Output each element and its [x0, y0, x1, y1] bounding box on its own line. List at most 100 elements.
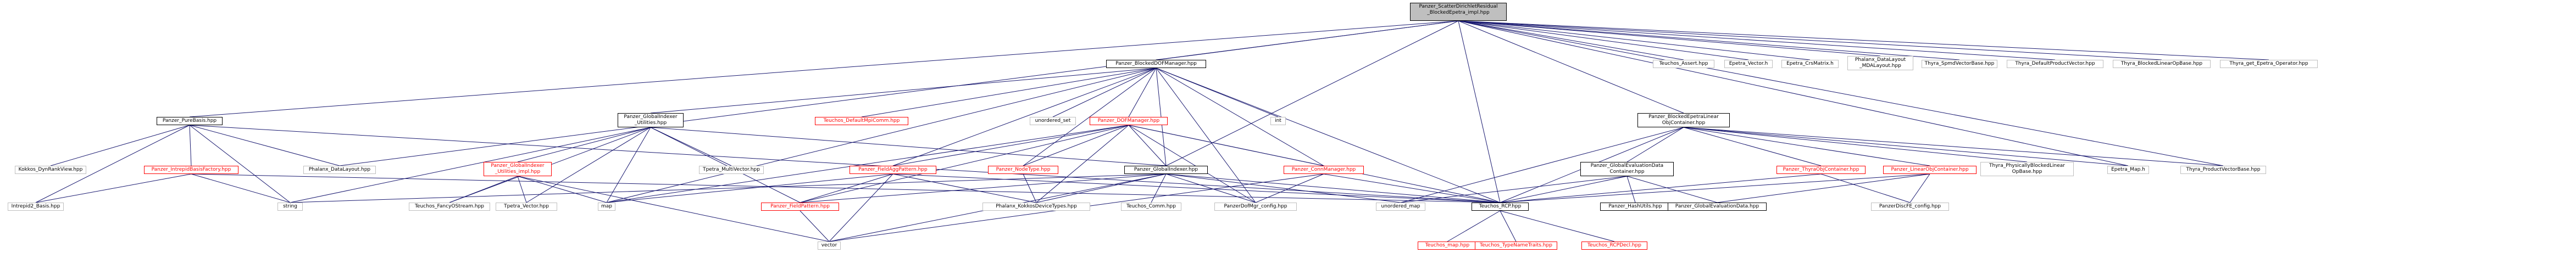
node-label-line: Panzer_GlobalIndexer.hpp	[1134, 167, 1198, 172]
node-label-line: _Utilities_impl.hpp	[495, 169, 541, 175]
dependency-edge	[1500, 173, 1822, 203]
dependency-edge	[1683, 127, 2224, 166]
dependency-edge	[191, 173, 291, 203]
node-label-line: Thyra_SpmdVectorBase.hpp	[1924, 61, 1995, 66]
dependency-edge	[1128, 125, 1501, 203]
node-label-line: unordered_map	[1381, 204, 1420, 209]
teuchos-assert-node: Teuchos_Assert.hpp	[1653, 60, 1714, 68]
dependency-edge	[1255, 173, 1324, 203]
dependency-edge	[1683, 127, 1930, 166]
node-label-line: unordered_set	[1035, 118, 1071, 124]
blocked-dof-manager-node[interactable]: Panzer_BlockedDOFManager.hpp	[1106, 60, 1206, 68]
dependency-edge	[1500, 173, 1930, 203]
dependency-edge	[189, 125, 1501, 203]
node-label-line: PanzerDofMgr_config.hpp	[1224, 204, 1287, 209]
dependency-edge	[1165, 173, 1256, 203]
dependency-edge	[1447, 210, 1501, 242]
dependency-edge	[449, 176, 518, 203]
node-label-line: Phalanx_DataLayout.hpp	[308, 167, 371, 172]
hash-utils-node[interactable]: Panzer_HashUtils.hpp	[1600, 203, 1670, 211]
global-indexer-utilities-node[interactable]: Panzer_GlobalIndexer_Utilities.hpp	[618, 113, 684, 127]
node-label-line: Teuchos_FancyOStream.hpp	[414, 204, 485, 209]
pure-basis-node[interactable]: Panzer_PureBasis.hpp	[157, 117, 223, 125]
int-node: int	[1270, 117, 1286, 125]
node-label-line: _MDALayout.hpp	[1859, 63, 1901, 69]
dependency-edge	[1458, 20, 2056, 60]
dependency-edge	[526, 127, 651, 203]
node-label-line: Panzer_ThyraObjContainer.hpp	[1783, 167, 1859, 172]
dependency-edge	[189, 125, 340, 166]
node-label-line: PanzerDiscFE_config.hpp	[1879, 204, 1941, 209]
dependency-edge	[1500, 210, 1517, 242]
epetra-vector-node: Epetra_Vector.h	[1724, 60, 1773, 68]
teuchos-map-node[interactable]: Teuchos_map.hpp	[1418, 242, 1477, 250]
teuchos-default-mpi-comm-node[interactable]: Teuchos_DefaultMpiComm.hpp	[815, 117, 908, 125]
dependency-edge	[1820, 173, 1911, 203]
node-label-line: Teuchos_Assert.hpp	[1659, 61, 1708, 66]
global-indexer-utilities-impl-node[interactable]: Panzer_GlobalIndexer_Utilities_impl.hpp	[484, 162, 552, 176]
node-label-line: Tpetra_MultiVector.hpp	[703, 167, 760, 172]
thyra-blockedlinearopbase-node: Thyra_BlockedLinearOpBase.hpp	[2113, 60, 2211, 68]
global-indexer-node[interactable]: Panzer_GlobalIndexer.hpp	[1124, 166, 1208, 174]
node-label-line: Panzer_FieldAggPattern.hpp	[858, 167, 928, 172]
conn-manager-node[interactable]: Panzer_ConnManager.hpp	[1284, 166, 1364, 174]
node-label-line: Teuchos_Comm.hpp	[1126, 204, 1176, 209]
dependency-edge	[1458, 20, 1684, 114]
dof-manager-node[interactable]: Panzer_DOFManager.hpp	[1090, 117, 1168, 125]
dependency-edge	[1500, 176, 1628, 203]
dependency-edge	[1683, 127, 2028, 162]
dependency-edge	[1036, 173, 1167, 203]
dependency-edge	[650, 127, 732, 166]
dependency-edge	[606, 68, 1157, 203]
teuchos-rcp-node[interactable]: Teuchos_RCP.hpp	[1472, 203, 1529, 211]
node-label-line: Teuchos_RCP.hpp	[1479, 204, 1522, 209]
node-label-line: Epetra_Map.h	[2111, 167, 2145, 172]
node-label-line: _BlockedEpetra_impl.hpp	[1427, 10, 1490, 15]
node-label-line: int	[1275, 118, 1281, 124]
dependency-edge	[1458, 20, 1811, 60]
dependency-edge	[892, 173, 1037, 203]
teuchos-type-name-traits-node[interactable]: Teuchos_TypeNameTraits.hpp	[1475, 242, 1557, 250]
node-label-line: _Utilities.hpp	[634, 120, 667, 126]
dependency-edge	[50, 125, 190, 166]
node-label-line: Panzer_GlobalEvaluationData	[1590, 163, 1664, 169]
node-label-line: Panzer_IntrepidBasisFactory.hpp	[151, 167, 231, 172]
node-label-line: OpBase.hpp	[2012, 169, 2042, 175]
dependency-edge	[606, 173, 893, 203]
node-label-line: Panzer_BlockedEpetraLinear	[1648, 114, 1719, 120]
node-label-line: vector	[821, 243, 837, 248]
dependency-edge	[800, 173, 1167, 203]
node-label-line: Thyra_BlockedLinearOpBase.hpp	[2120, 61, 2203, 66]
linear-obj-container-node[interactable]: Panzer_LinearObjContainer.hpp	[1883, 166, 1977, 174]
node-type-node[interactable]: Panzer_NodeType.hpp	[988, 166, 1058, 174]
dependency-edge	[1400, 127, 1684, 203]
dependency-edge	[861, 68, 1157, 117]
root-file-node[interactable]: Panzer_ScatterDirichletResidual_BlockedE…	[1410, 3, 1507, 21]
node-label-line: Panzer_LinearObjContainer.hpp	[1891, 167, 1969, 172]
dependency-edge	[1500, 210, 1615, 242]
node-label-line: Container.hpp	[1609, 169, 1645, 175]
dependency-edge	[800, 173, 893, 203]
field-agg-pattern-node[interactable]: Panzer_FieldAggPattern.hpp	[850, 166, 936, 174]
dependency-edge	[1128, 125, 1167, 166]
field-pattern-node[interactable]: Panzer_FieldPattern.hpp	[761, 203, 839, 211]
teuchos-rcp-decl-node[interactable]: Teuchos_RCPDecl.hpp	[1581, 242, 1647, 250]
node-label-line: Phalanx_DataLayout	[1855, 57, 1906, 63]
intrepid-basis-factory-node[interactable]: Panzer_IntrepidBasisFactory.hpp	[144, 166, 238, 174]
node-label-line: Panzer_HashUtils.hpp	[1608, 204, 1662, 209]
epetra-crsmatrix-node: Epetra_CrsMatrix.h	[1781, 60, 1839, 68]
node-label-line: Panzer_ScatterDirichletResidual	[1419, 4, 1498, 9]
dependency-edge	[650, 127, 801, 203]
node-label-line: Teuchos_DefaultMpiComm.hpp	[823, 118, 900, 124]
dependency-edge	[800, 210, 830, 242]
node-label-line: Panzer_PureBasis.hpp	[162, 118, 217, 124]
tpetra-multivector-node: Tpetra_MultiVector.hpp	[699, 166, 764, 174]
global-evaluation-data-node[interactable]: Panzer_GlobalEvaluationData.hpp	[1668, 203, 1767, 211]
node-label-line: Panzer_FieldPattern.hpp	[770, 204, 830, 209]
dependency-edge	[1909, 173, 1930, 203]
node-label-line: Thyra_get_Epetra_Operator.hpp	[2229, 61, 2308, 66]
tpetra-vector-node: Tpetra_Vector.hpp	[496, 203, 557, 211]
thyra-obj-container-node[interactable]: Panzer_ThyraObjContainer.hpp	[1776, 166, 1866, 174]
